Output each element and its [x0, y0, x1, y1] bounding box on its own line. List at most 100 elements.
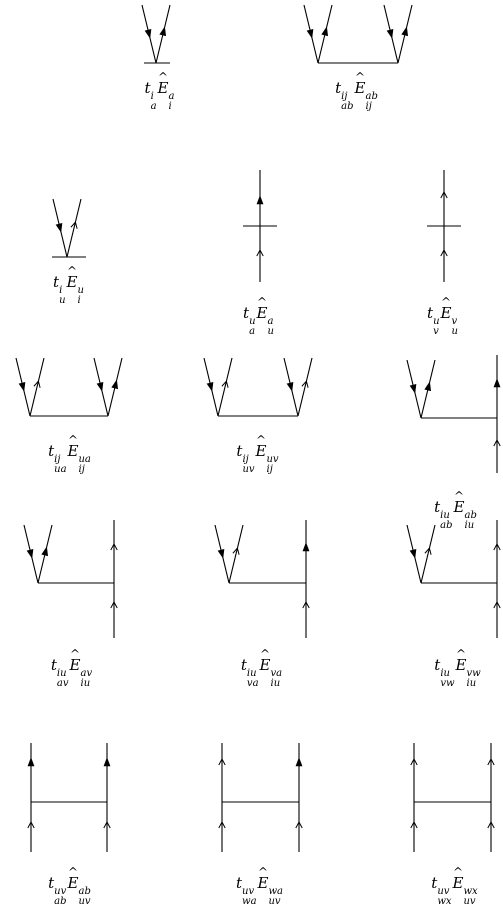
open-arrow-icon	[440, 248, 448, 257]
e-subscript: i	[77, 295, 81, 306]
e-operator: ^E	[66, 265, 78, 291]
filled-arrow-icon	[159, 26, 167, 37]
filled-arrow-icon	[217, 549, 225, 559]
e-superscript: ua	[78, 453, 91, 465]
e-subscript: iu	[80, 678, 91, 689]
t-symbol: t	[235, 874, 243, 892]
open-arrow-icon	[256, 248, 264, 257]
hat-icon: ^	[441, 295, 452, 309]
t-superscript: u	[433, 315, 440, 327]
e-subscript: ij	[266, 464, 273, 475]
filled-arrow-icon	[386, 29, 394, 39]
e-subscript: iu	[464, 520, 475, 531]
e-operator: ^E	[67, 866, 79, 892]
e-symbol: E	[440, 304, 452, 322]
e-symbol: E	[257, 874, 269, 892]
t-superscript: ij	[341, 90, 348, 102]
e-operator: ^E	[256, 296, 268, 322]
filled-arrow-icon	[206, 382, 214, 392]
hat-icon: ^	[67, 264, 78, 278]
t-subscript: vw	[440, 678, 455, 689]
open-arrow-icon	[70, 221, 78, 229]
open-arrow-icon	[493, 600, 501, 609]
t-subscript: ua	[54, 464, 67, 475]
hat-icon: ^	[260, 647, 271, 661]
e-symbol: E	[354, 79, 366, 97]
t-superscript: i	[59, 284, 63, 296]
e-operator: ^E	[158, 71, 169, 97]
open-arrow-icon	[110, 542, 118, 551]
t-subscript: a	[249, 326, 256, 337]
e-superscript: wx	[463, 885, 478, 897]
feynman-diagram-d11	[406, 520, 501, 638]
filled-arrow-icon	[409, 549, 417, 559]
filled-arrow-icon	[96, 382, 104, 392]
e-superscript: a	[168, 90, 175, 102]
feynman-diagram-d6	[15, 357, 123, 417]
filled-arrow-icon	[55, 223, 63, 233]
e-operator: ^E	[354, 71, 366, 97]
hat-icon: ^	[456, 647, 467, 661]
e-subscript: ij	[365, 101, 372, 112]
t-superscript: iu	[440, 667, 450, 679]
t-subscript: av	[56, 678, 69, 689]
e-operator: ^E	[454, 490, 465, 516]
e-symbol: E	[66, 273, 78, 291]
t-subscript: v	[433, 326, 439, 337]
e-operator: ^E	[257, 866, 269, 892]
filled-arrow-icon	[27, 757, 35, 767]
open-arrow-icon	[424, 547, 432, 555]
hat-icon: ^	[355, 70, 366, 84]
filled-arrow-icon	[424, 381, 432, 392]
open-arrow-icon	[440, 190, 448, 199]
t-symbol: t	[236, 442, 243, 460]
t-symbol: t	[434, 498, 441, 516]
v-right-line	[217, 357, 233, 417]
e-operator: ^E	[70, 648, 81, 674]
e-superscript: av	[80, 667, 93, 679]
e-superscript: wa	[268, 885, 284, 897]
e-subscript: ij	[78, 464, 85, 475]
feynman-diagram-d1	[141, 4, 171, 64]
t-superscript: ij	[242, 453, 249, 465]
v-right-line	[66, 198, 82, 258]
feynman-diagram-d7	[203, 357, 313, 417]
t-subscript: ab	[54, 896, 67, 907]
e-operator: ^E	[260, 648, 271, 674]
filled-arrow-icon	[321, 26, 329, 37]
t-subscript: va	[246, 678, 259, 689]
e-superscript: ab	[365, 90, 378, 102]
feynman-diagram-d10	[214, 520, 310, 638]
filled-arrow-icon	[144, 29, 152, 39]
e-symbol: E	[67, 874, 79, 892]
e-superscript: va	[270, 667, 283, 679]
t-symbol: t	[434, 656, 441, 674]
filled-arrow-icon	[26, 549, 34, 559]
filled-arrow-icon	[41, 546, 49, 557]
open-arrow-icon	[221, 380, 229, 388]
e-subscript: uv	[463, 896, 476, 907]
t-symbol: t	[48, 874, 55, 892]
open-arrow-icon	[27, 820, 35, 829]
e-symbol: E	[256, 304, 268, 322]
open-arrow-icon	[33, 380, 41, 388]
e-superscript: uv	[266, 453, 279, 465]
